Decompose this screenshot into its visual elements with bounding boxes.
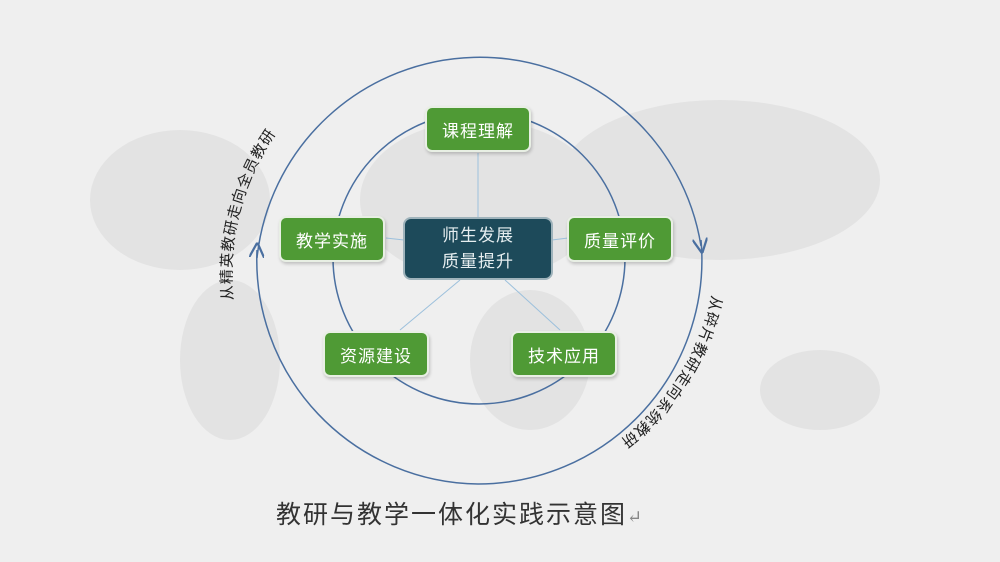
outer-ring-top [256,56,701,259]
return-mark-icon: ↵ [626,507,645,528]
spokes [385,153,569,331]
node-resource-building: 资源建设 [323,331,429,377]
center-line1: 师生发展 [442,225,514,246]
node-teaching-implementation: 教学实施 [279,216,385,262]
outer-ring-left [257,250,479,485]
node-quality-evaluation: 质量评价 [567,216,673,262]
outer-ring-bottom [477,239,703,485]
caption-text: 教研与教学一体化实践示意图 [275,500,627,529]
center-line2: 质量提升 [442,251,514,272]
node-tech-application: 技术应用 [511,331,617,377]
center-node: 师生发展 质量提升 [403,217,553,280]
figure-caption: 教研与教学一体化实践示意图↵ [0,495,920,531]
node-course-understanding: 课程理解 [425,106,531,152]
